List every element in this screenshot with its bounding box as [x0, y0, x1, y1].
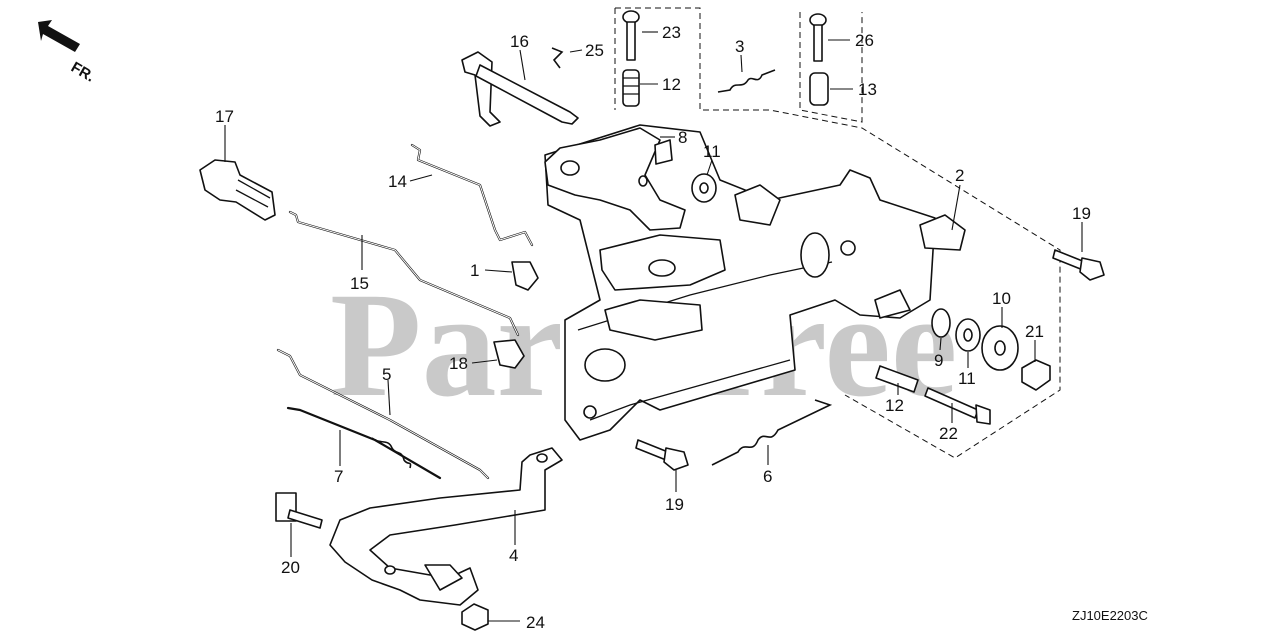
callout-25: 25: [585, 41, 604, 60]
callout-11-lower: 11: [958, 369, 976, 388]
leader-lines: [224, 31, 1083, 622]
spring-12-lower: [875, 365, 919, 393]
diagram-code: ZJ10E2203C: [1072, 608, 1148, 623]
screw-26: [809, 13, 827, 62]
nut-24: [461, 603, 489, 631]
callout-19-right: 19: [1072, 204, 1091, 223]
clip-25: [551, 47, 564, 69]
washer-11-lower: [955, 318, 981, 352]
governor-rod: [410, 143, 534, 247]
callout-12-lower: 12: [885, 396, 904, 415]
throttle-rod: [288, 210, 520, 337]
nut-21: [1021, 359, 1051, 391]
bolt-19-right: [1052, 249, 1105, 281]
callout-5: 5: [382, 365, 391, 384]
spring-12-upper: [622, 69, 640, 107]
callout-6: 6: [763, 467, 772, 486]
callout-8: 8: [678, 128, 687, 147]
rod-end-18: [493, 339, 525, 369]
callout-15: 15: [350, 274, 369, 293]
choke-lever: [461, 51, 579, 127]
bolt-23: [622, 10, 640, 61]
callout-26: 26: [855, 31, 874, 50]
callout-1: 1: [470, 261, 479, 280]
spring-6: [711, 399, 833, 466]
control-rod: [276, 348, 490, 480]
callout-21: 21: [1025, 322, 1044, 341]
callout-13: 13: [858, 80, 877, 99]
callout-3: 3: [735, 37, 744, 56]
bolt-20: [275, 492, 323, 529]
callout-9: 9: [934, 351, 943, 370]
callout-20: 20: [281, 558, 300, 577]
washer-9: [931, 308, 951, 338]
control-lever-arm: [329, 447, 563, 606]
callout-4: 4: [509, 546, 518, 565]
callout-24: 24: [526, 613, 545, 632]
callout-16: 16: [510, 32, 529, 51]
front-direction-arrow-icon: FR.: [38, 20, 97, 86]
control-knob: [199, 159, 276, 221]
callout-12-upper: 12: [662, 75, 681, 94]
group-boundary-screw: [799, 12, 863, 123]
front-direction-label: FR.: [68, 59, 97, 86]
spring-3: [717, 69, 776, 93]
rod-end-1: [511, 261, 539, 291]
callout-10: 10: [992, 289, 1011, 308]
callout-labels: 23 12 3 26 13 16 25 17 14 8 11 2 19 1 15…: [215, 23, 1091, 632]
spring-rod: [286, 406, 442, 480]
washer-11-upper: [691, 173, 717, 203]
callout-7: 7: [334, 467, 343, 486]
bolt-19-lower: [635, 439, 689, 471]
callout-22: 22: [939, 424, 958, 443]
callout-2: 2: [955, 166, 964, 185]
collar-13: [809, 72, 829, 106]
group-boundary-main: [615, 7, 1061, 459]
callout-17: 17: [215, 107, 234, 126]
callout-11-upper: 11: [703, 142, 721, 161]
lever-bracket: [544, 127, 686, 231]
callout-14: 14: [388, 172, 407, 191]
callout-18: 18: [449, 354, 468, 373]
callout-19-lower: 19: [665, 495, 684, 514]
callout-23: 23: [662, 23, 681, 42]
cam-10: [981, 325, 1019, 371]
